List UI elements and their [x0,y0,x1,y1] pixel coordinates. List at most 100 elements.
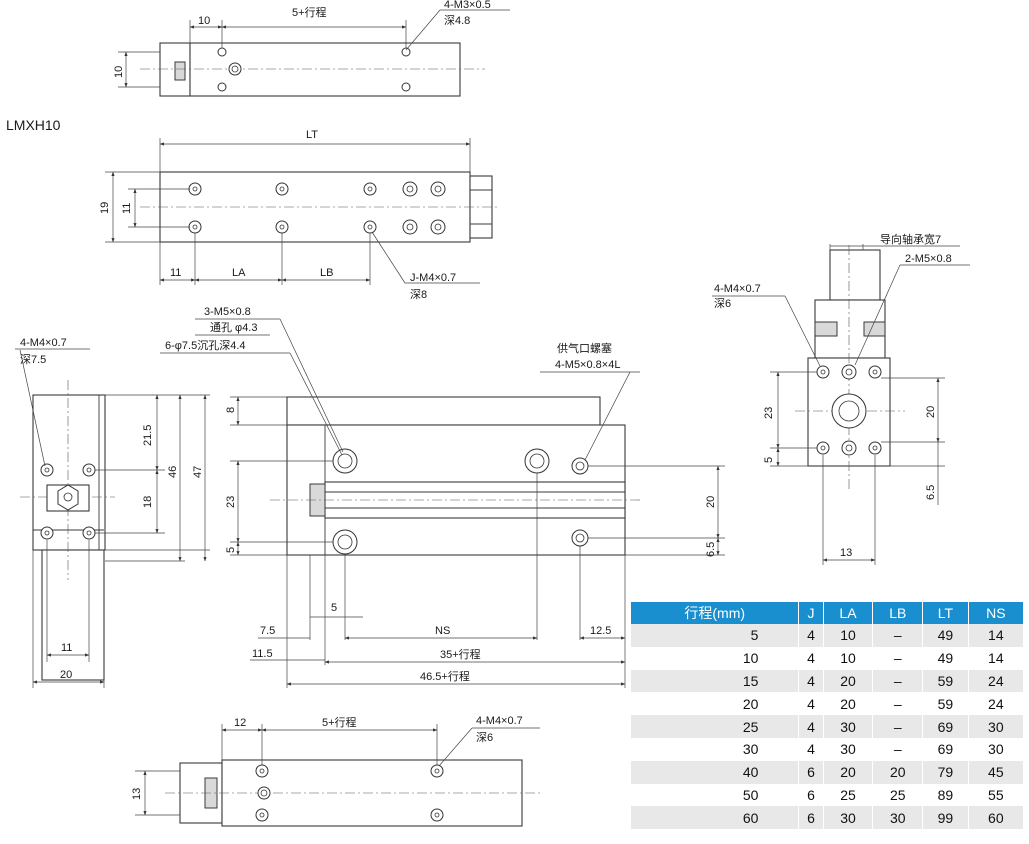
air-port-label: 供气口螺塞 [557,341,612,355]
table-cell: 49 [922,646,969,670]
table-cell: 60 [631,806,800,830]
col-header-ns: NS [968,602,1023,624]
table-cell: 10 [823,646,874,670]
left-dim-11: 11 [61,642,72,654]
left-dim-18: 18 [142,496,154,508]
left-thread-label: 4-M4×0.7 [20,337,67,349]
left-dim-47: 47 [192,466,204,478]
table-cell: 69 [922,715,969,738]
table-cell: – [872,669,924,693]
table-cell: – [872,624,924,647]
table-cell: 20 [823,669,874,693]
table-cell: 10 [823,624,874,647]
table-cell: 30 [823,715,874,738]
table-cell: 4 [798,692,824,716]
table-cell: 49 [922,624,969,647]
table-cell: 4 [798,624,824,647]
center-dim-20: 20 [705,496,717,508]
model-label: LMXH10 [6,117,61,133]
bottom-dim-13: 13 [131,788,143,800]
left-dim-21-5: 21.5 [142,425,154,446]
table-cell: 5 [631,624,800,647]
table-cell: 10 [631,646,800,670]
table-cell: – [872,692,924,716]
table-cell: 30 [872,806,924,830]
table-cell: 30 [823,737,874,761]
right-dim-6-5: 6.5 [925,485,937,500]
bottom-depth-label: 深6 [476,731,493,744]
table-cell: 30 [968,737,1023,761]
center-dim-7-5: 7.5 [260,625,275,637]
col-header-lb: LB [872,602,924,624]
table-cell: 69 [922,737,969,761]
center-thread-2: 通孔 φ4.3 [210,321,257,334]
table-header-row: 行程(mm) J LA LB LT NS [631,602,1023,624]
table-cell: 4 [798,715,824,738]
side-view-lt [105,138,500,285]
table-cell: 6 [798,783,824,807]
center-dim-5b: 5 [331,602,337,614]
col-header-j: J [798,602,824,624]
table-cell: 14 [968,646,1023,670]
table-cell: – [872,715,924,738]
lt-thread-label: J-M4×0.7 [410,272,456,284]
bottom-thread-label: 4-M4×0.7 [476,715,523,727]
end-view-right [712,244,970,565]
right-dim-23: 23 [763,407,775,419]
table-cell: 50 [631,783,800,807]
right-dim-20: 20 [925,406,937,418]
table-cell: 30 [823,806,874,830]
lt-dim-11: 11 [170,267,181,279]
table-cell: 6 [798,760,824,784]
table-cell: 24 [968,669,1023,693]
table-cell: 6 [798,806,824,830]
center-thread-3: 6-φ7.5沉孔深4.4 [165,339,246,352]
table-cell: 79 [922,760,969,784]
bottom-view [135,724,540,827]
right-guide-label: 导向轴承宽7 [880,232,941,246]
table-cell: 20 [872,760,924,784]
lt-dim-11v: 11 [121,203,133,214]
table-cell: – [872,737,924,761]
center-dim-ns: NS [435,625,450,637]
center-dim-23: 23 [225,496,237,508]
table-cell: 4 [798,737,824,761]
top-view [118,9,510,97]
center-dim-8: 8 [225,407,237,413]
top-depth-label: 深4.8 [444,14,470,27]
left-dim-46: 46 [167,466,179,478]
top-dim-10: 10 [198,15,210,27]
lt-dim-la: LA [232,267,246,279]
lt-depth-label: 深8 [410,288,427,301]
table-cell: 25 [631,715,800,738]
table-cell: 89 [922,783,969,807]
right-dim-13: 13 [840,547,852,559]
top-dim-stroke: 5+行程 [292,6,327,19]
table-cell: 25 [823,783,874,807]
lt-dim-19: 19 [99,202,111,214]
center-dim-11-5: 11.5 [252,648,273,660]
table-cell: 4 [798,646,824,670]
table-cell: 30 [968,715,1023,738]
top-dim-height: 10 [113,66,125,78]
center-dim-5: 5 [225,547,237,553]
col-header-la: LA [823,602,874,624]
col-header-lt: LT [922,602,969,624]
table-cell: 55 [968,783,1023,807]
center-dim-12-5: 12.5 [590,625,611,637]
center-thread-1: 3-M5×0.8 [204,306,251,318]
bottom-dim-12: 12 [234,717,246,729]
table-cell: 4 [798,669,824,693]
right-thread2-label: 2-M5×0.8 [905,253,952,265]
table-cell: 40 [631,760,800,784]
bottom-dim-stroke: 5+行程 [322,716,357,729]
table-cell: 15 [631,669,800,693]
left-depth-label: 深7.5 [20,353,46,366]
